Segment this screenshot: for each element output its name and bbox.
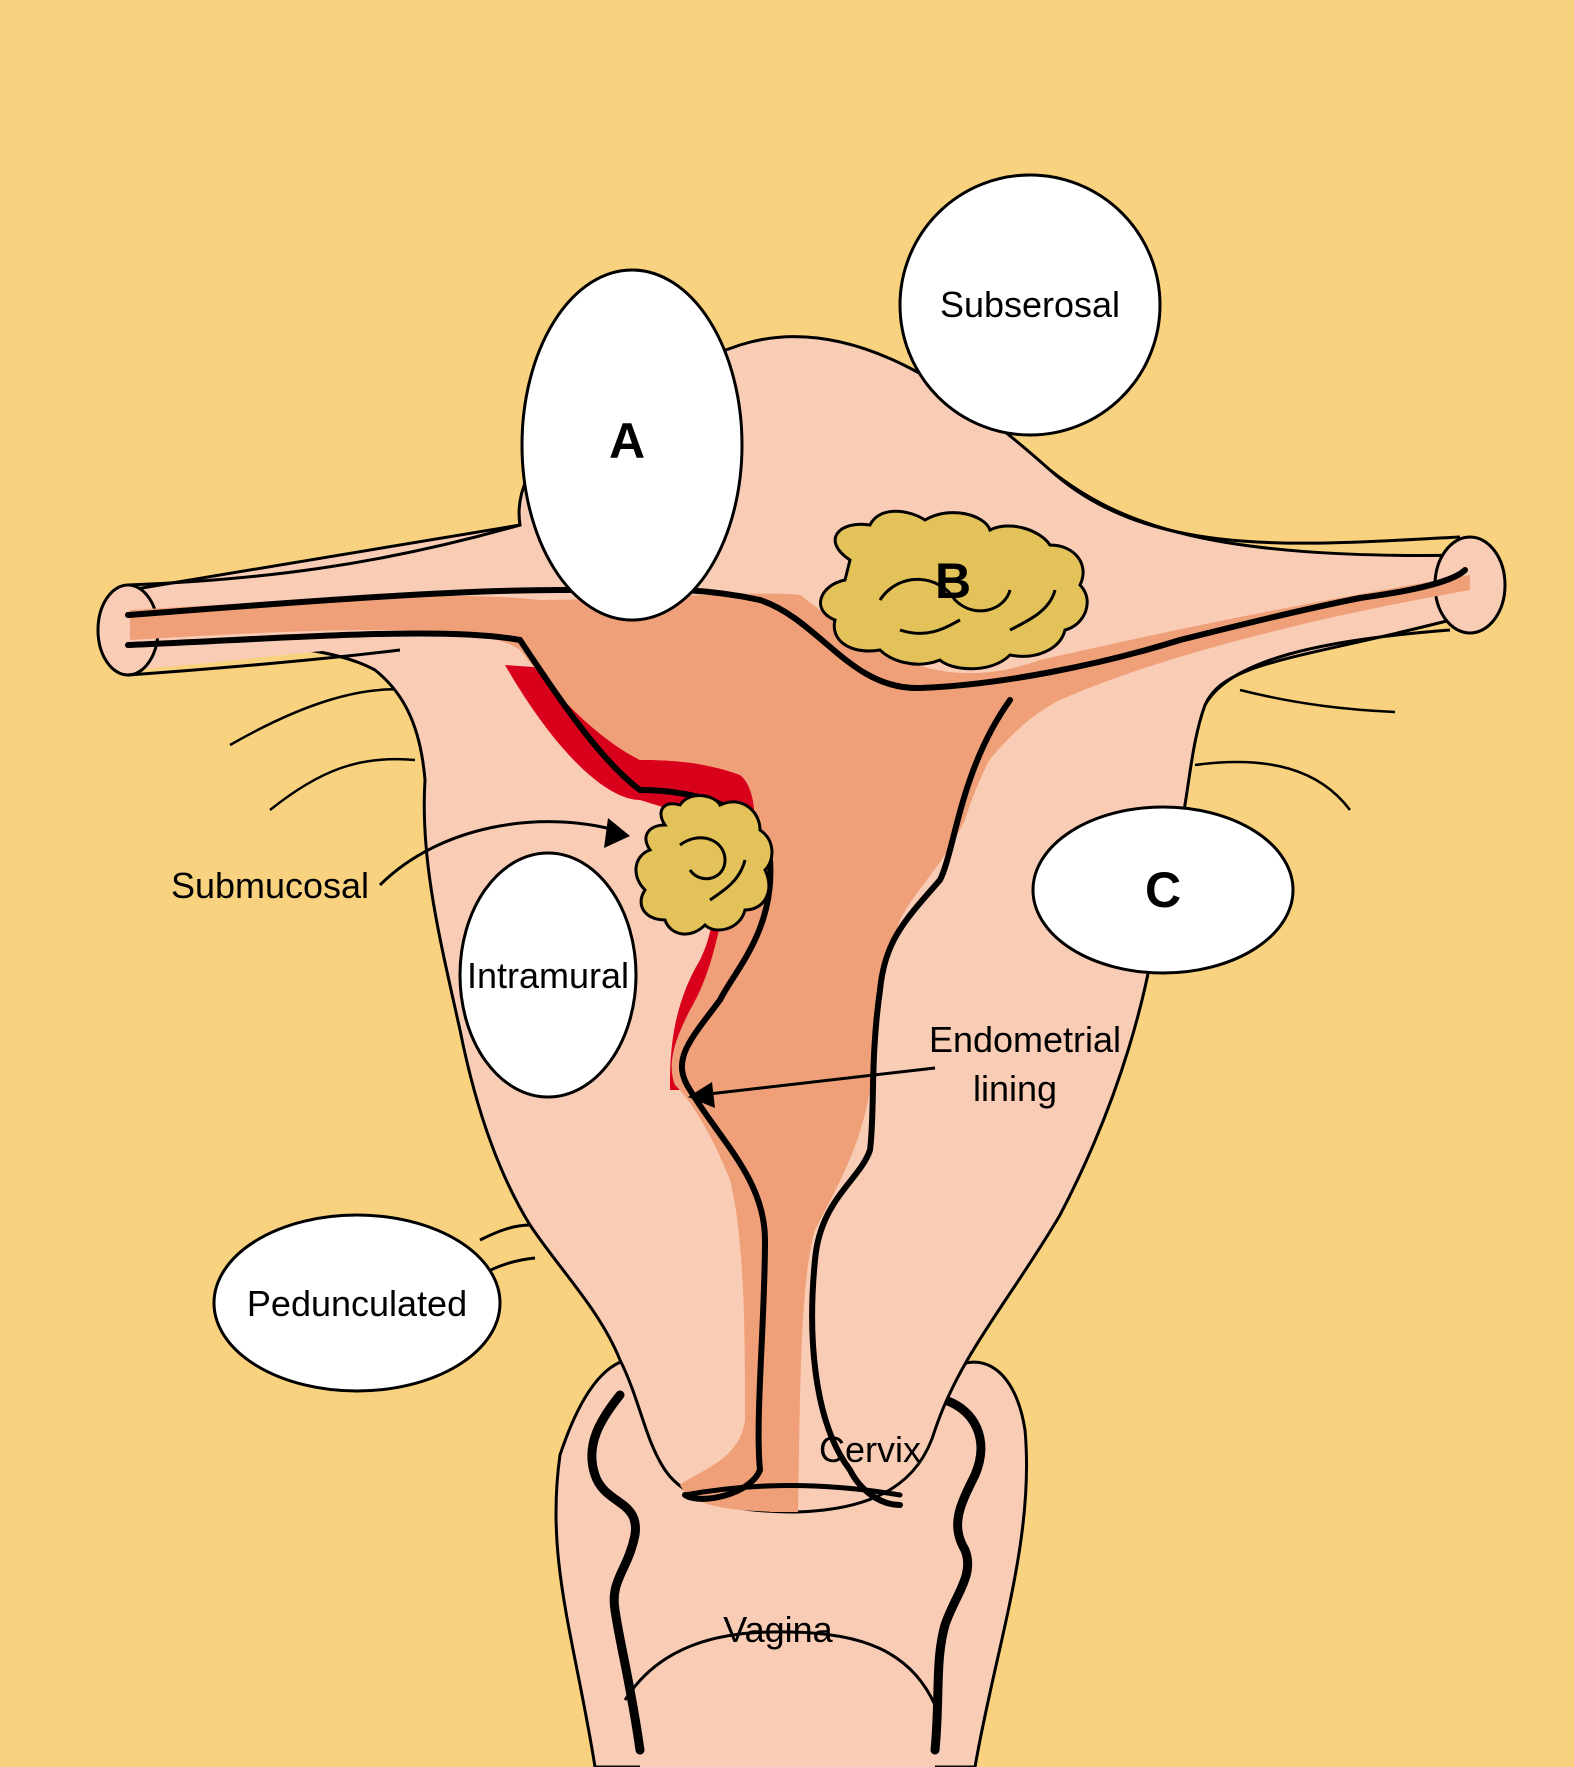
tube-outline-left: [127, 523, 521, 677]
submucosal-pointer: [378, 820, 616, 887]
fibroid-submucosal: [634, 794, 774, 936]
oval-c: [1031, 805, 1295, 975]
fibroid-b: [819, 509, 1089, 671]
label-submucosal: Submucosal: [171, 865, 369, 906]
label-lining: lining: [973, 1068, 1057, 1109]
endometrial-arrowhead: [688, 1082, 715, 1108]
oval-intramural: [458, 851, 638, 1099]
label-c: C: [1145, 862, 1181, 918]
uterine-cavity-center: [520, 593, 1040, 1512]
vagina-floor: [640, 1580, 935, 1767]
oval-pedunculated: [212, 1213, 502, 1393]
endometrial-pointer: [699, 1066, 936, 1097]
oval-subserosal: [898, 173, 1162, 437]
cavity-outline-top: [125, 630, 643, 793]
label-intramural: Intramural: [467, 955, 629, 996]
submucosal-arrowhead: [604, 818, 630, 848]
oval-a: [520, 268, 744, 622]
vaginal-fold-right: [930, 1395, 986, 1755]
cavity-outline-right-side: [809, 697, 1013, 1508]
cervix-floor: [682, 1483, 903, 1498]
label-cervix: Cervix: [819, 1429, 921, 1470]
ligament-strands: [229, 688, 1396, 811]
vagina-inner-curve: [623, 1630, 937, 1706]
label-pedunculated: Pedunculated: [247, 1283, 467, 1324]
tube-outline-right: [1048, 468, 1461, 706]
label-vagina: Vagina: [723, 1609, 833, 1650]
vaginal-fold-left: [587, 1390, 645, 1755]
fibroid-submucosal-detail: [679, 836, 747, 902]
label-a: A: [609, 413, 645, 469]
label-endometrial: Endometrial: [929, 1019, 1121, 1060]
label-subserosal: Subserosal: [940, 284, 1120, 325]
label-b: B: [935, 553, 971, 609]
fibroid-b-detail: [878, 577, 1057, 635]
cavity-outline-right-top: [757, 567, 1468, 692]
